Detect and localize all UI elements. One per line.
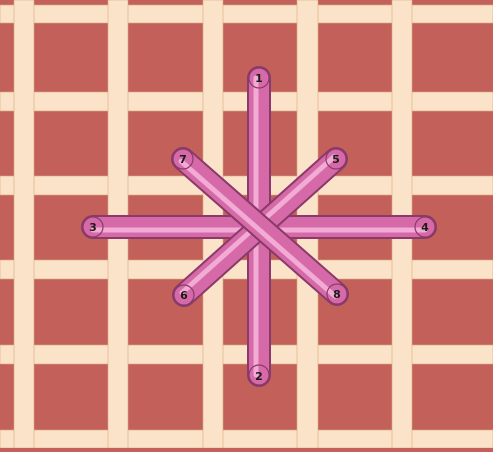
- grid-thread-horizontal: [0, 430, 493, 448]
- grid-thread-horizontal: [0, 260, 493, 279]
- point-label-2: 2: [255, 370, 263, 383]
- point-label-7: 7: [179, 153, 187, 166]
- grid-thread-horizontal: [0, 345, 493, 364]
- point-label-8: 8: [333, 288, 341, 301]
- grid-thread-horizontal: [0, 92, 493, 111]
- point-label-4: 4: [421, 221, 429, 234]
- point-label-5: 5: [332, 153, 340, 166]
- point-label-1: 1: [255, 72, 263, 85]
- grid-thread-horizontal: [0, 5, 493, 23]
- point-label-3: 3: [89, 221, 97, 234]
- grid-thread-vertical: [14, 0, 34, 448]
- grid-thread-horizontal: [0, 176, 493, 195]
- point-label-6: 6: [180, 289, 188, 302]
